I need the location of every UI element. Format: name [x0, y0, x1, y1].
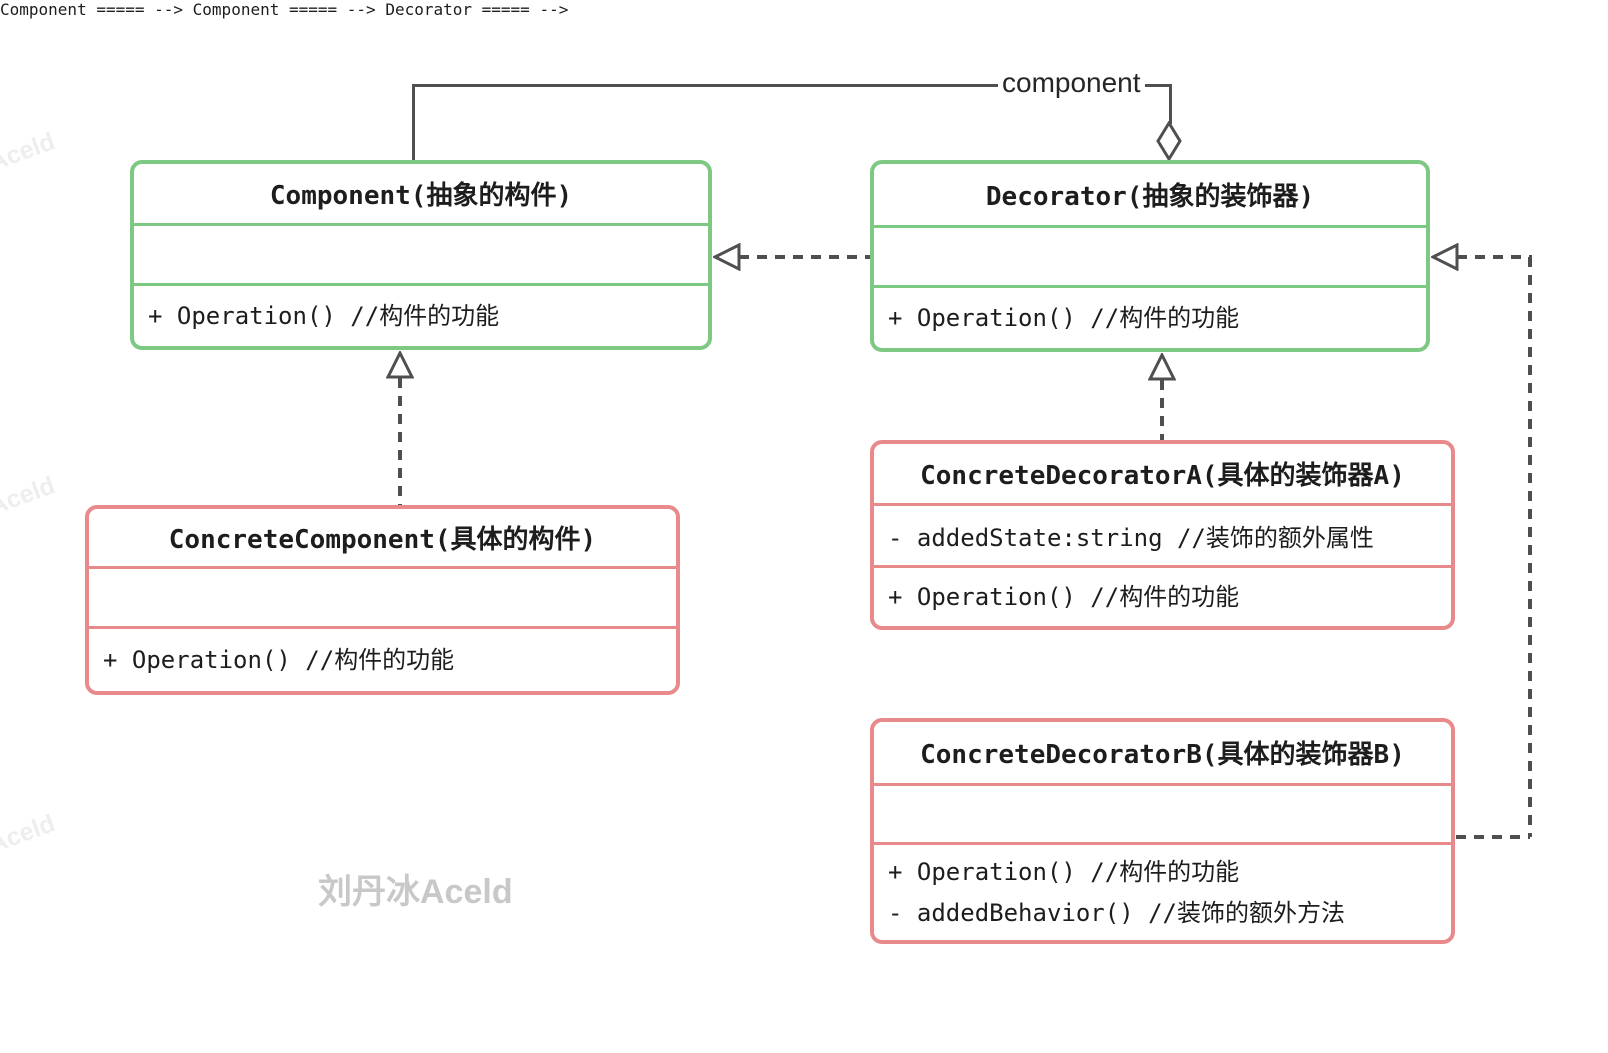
- watermark-author: 刘丹冰Aceld: [318, 873, 513, 911]
- aggregation-diamond-icon: [1156, 121, 1182, 161]
- realization-line-concretecomponent: [398, 378, 402, 505]
- class-attributes-empty: [89, 569, 676, 629]
- class-method: - addedBehavior() //装饰的额外方法: [888, 898, 1345, 927]
- class-methods: + Operation() //构件的功能: [89, 629, 676, 691]
- class-title: ConcreteComponent(具体的构件): [89, 509, 676, 569]
- class-method: + Operation() //构件的功能: [148, 301, 500, 330]
- dependency-line-right-bottom: [1456, 835, 1530, 839]
- open-triangle-arrowhead-icon: [713, 243, 741, 271]
- class-attributes: - addedState:string //装饰的额外属性: [874, 506, 1451, 568]
- class-method: + Operation() //构件的功能: [888, 857, 1240, 886]
- watermark-aceld: Aceld: [0, 127, 59, 177]
- class-box-component: Component(抽象的构件) + Operation() //构件的功能: [130, 160, 712, 350]
- aggregation-line-horizontal: [412, 84, 1172, 87]
- class-method: + Operation() //构件的功能: [888, 303, 1240, 332]
- dependency-line-right-vertical: [1528, 257, 1532, 837]
- class-methods: + Operation() //构件的功能: [874, 288, 1426, 348]
- class-method: + Operation() //构件的功能: [888, 582, 1240, 611]
- class-attributes-empty: [874, 228, 1426, 288]
- class-attributes-empty: [134, 226, 708, 286]
- watermark-aceld: Aceld: [0, 809, 59, 859]
- aggregation-line-right-vertical: [1169, 86, 1172, 124]
- class-box-concretecomponent: ConcreteComponent(具体的构件) + Operation() /…: [85, 505, 680, 695]
- class-attributes-empty: [874, 786, 1451, 845]
- open-triangle-arrowhead-icon: [1431, 243, 1459, 271]
- class-methods: + Operation() //构件的功能 - addedBehavior() …: [874, 845, 1451, 940]
- class-title: ConcreteDecoratorB(具体的装饰器B): [874, 722, 1451, 786]
- class-box-concretedecoratorb: ConcreteDecoratorB(具体的装饰器B) + Operation(…: [870, 718, 1455, 944]
- class-attribute: - addedState:string //装饰的额外属性: [888, 524, 1374, 552]
- class-title: Decorator(抽象的装饰器): [874, 164, 1426, 228]
- dependency-line-decorator-to-component: [739, 255, 870, 259]
- class-methods: + Operation() //构件的功能: [874, 568, 1451, 626]
- realization-line-concretedecoratora: [1160, 380, 1164, 440]
- class-title: ConcreteDecoratorA(具体的装饰器A): [874, 444, 1451, 506]
- class-title: Component(抽象的构件): [134, 164, 708, 226]
- open-triangle-arrowhead-up-icon: [1148, 353, 1176, 381]
- class-methods: + Operation() //构件的功能: [134, 286, 708, 346]
- dependency-line-right-top: [1457, 255, 1532, 259]
- class-method: + Operation() //构件的功能: [103, 645, 455, 674]
- open-triangle-arrowhead-up-icon: [386, 351, 414, 379]
- class-box-decorator: Decorator(抽象的装饰器) + Operation() //构件的功能: [870, 160, 1430, 352]
- aggregation-role-label: component: [998, 67, 1145, 99]
- watermark-aceld: Aceld: [0, 471, 59, 521]
- class-box-concretedecoratora: ConcreteDecoratorA(具体的装饰器A) - addedState…: [870, 440, 1455, 630]
- aggregation-line-left-vertical: [412, 84, 415, 160]
